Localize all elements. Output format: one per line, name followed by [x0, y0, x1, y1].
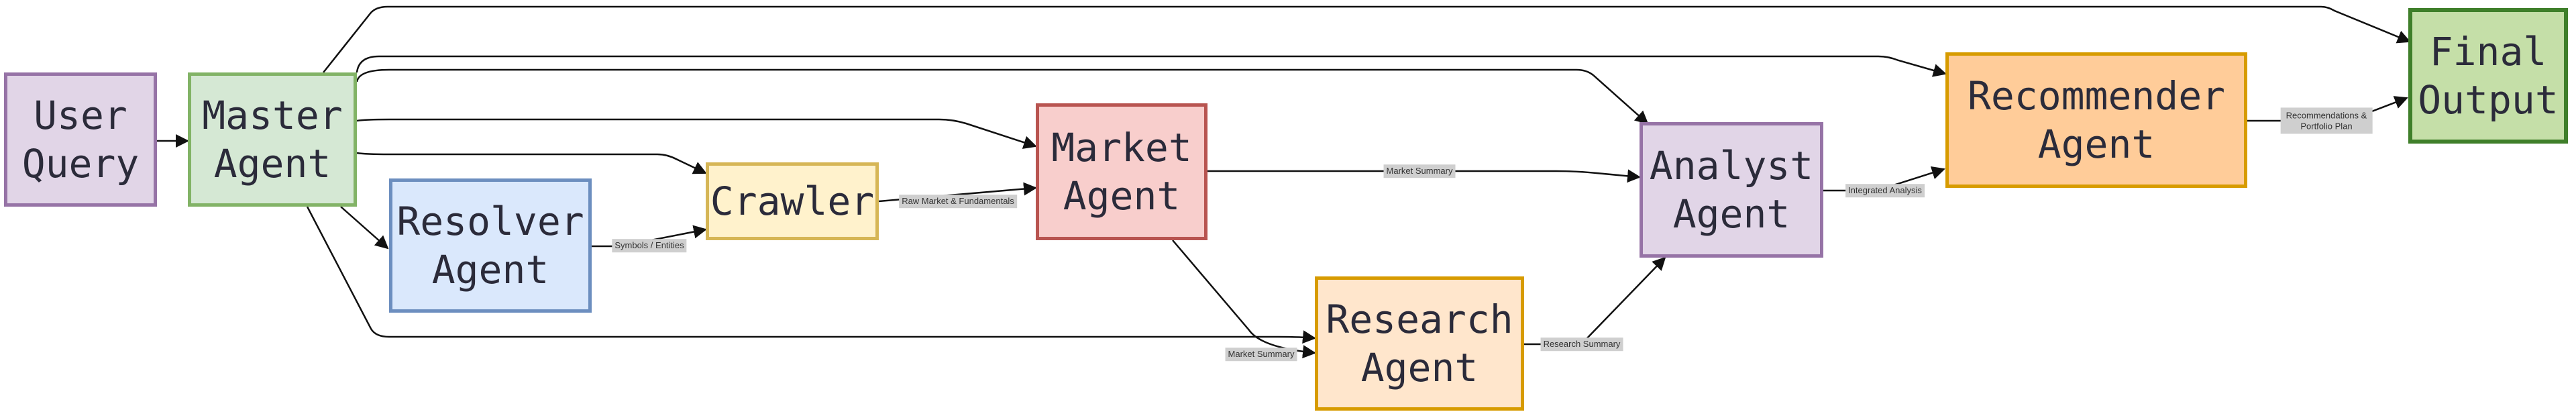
market-agent-label: Market Agent: [1051, 124, 1192, 219]
edge-label-market-summary-top: Market Summary: [1383, 164, 1456, 178]
edge-label-recommendations-portfolio: Recommendations & Portfolio Plan: [2280, 107, 2373, 134]
edge-master-to-market: [356, 118, 1037, 149]
resolver-agent-label: Resolver Agent: [396, 198, 584, 293]
master-agent-node[interactable]: Master Agent: [188, 72, 357, 207]
research-agent-node[interactable]: Research Agent: [1315, 276, 1524, 411]
analyst-agent-node[interactable]: Analyst Agent: [1640, 122, 1823, 258]
user-query-label: User Query: [21, 92, 140, 187]
edge-master-to-final: [323, 5, 2411, 73]
edge-market-to-analyst: [1208, 169, 1641, 183]
edge-label-research-summary: Research Summary: [1540, 337, 1623, 351]
edge-label-raw-market-fundamentals: Raw Market & Fundamentals: [899, 195, 1017, 208]
crawler-label: Crawler: [710, 178, 875, 224]
edge-market-to-research: [1172, 240, 1316, 359]
edge-master-to-resolver: [340, 206, 389, 250]
analyst-agent-label: Analyst Agent: [1649, 142, 1814, 238]
resolver-agent-node[interactable]: Resolver Agent: [389, 178, 592, 313]
crawler-node[interactable]: Crawler: [706, 162, 879, 240]
edge-master-to-analyst: [356, 68, 1649, 125]
research-agent-label: Research Agent: [1326, 296, 1513, 391]
edge-research-to-analyst: [1523, 256, 1666, 346]
edge-label-market-summary-bottom: Market Summary: [1225, 348, 1297, 361]
edge-master-to-research: [306, 206, 1316, 344]
recommender-agent-label: Recommender Agent: [1967, 72, 2226, 168]
user-query-node: User Query: [4, 72, 157, 207]
master-agent-label: Master Agent: [202, 92, 343, 187]
edge-master-to-crawler: [356, 152, 707, 174]
recommender-agent-node[interactable]: Recommender Agent: [1945, 52, 2247, 188]
edge-label-integrated-analysis: Integrated Analysis: [1845, 184, 1925, 197]
edge-master-to-recommender: [356, 55, 1947, 77]
edge-label-symbols-entities: Symbols / Entities: [612, 239, 687, 252]
final-output-node: Final Output: [2408, 8, 2568, 144]
final-output-label: Final Output: [2418, 28, 2559, 123]
market-agent-node[interactable]: Market Agent: [1036, 103, 1208, 240]
